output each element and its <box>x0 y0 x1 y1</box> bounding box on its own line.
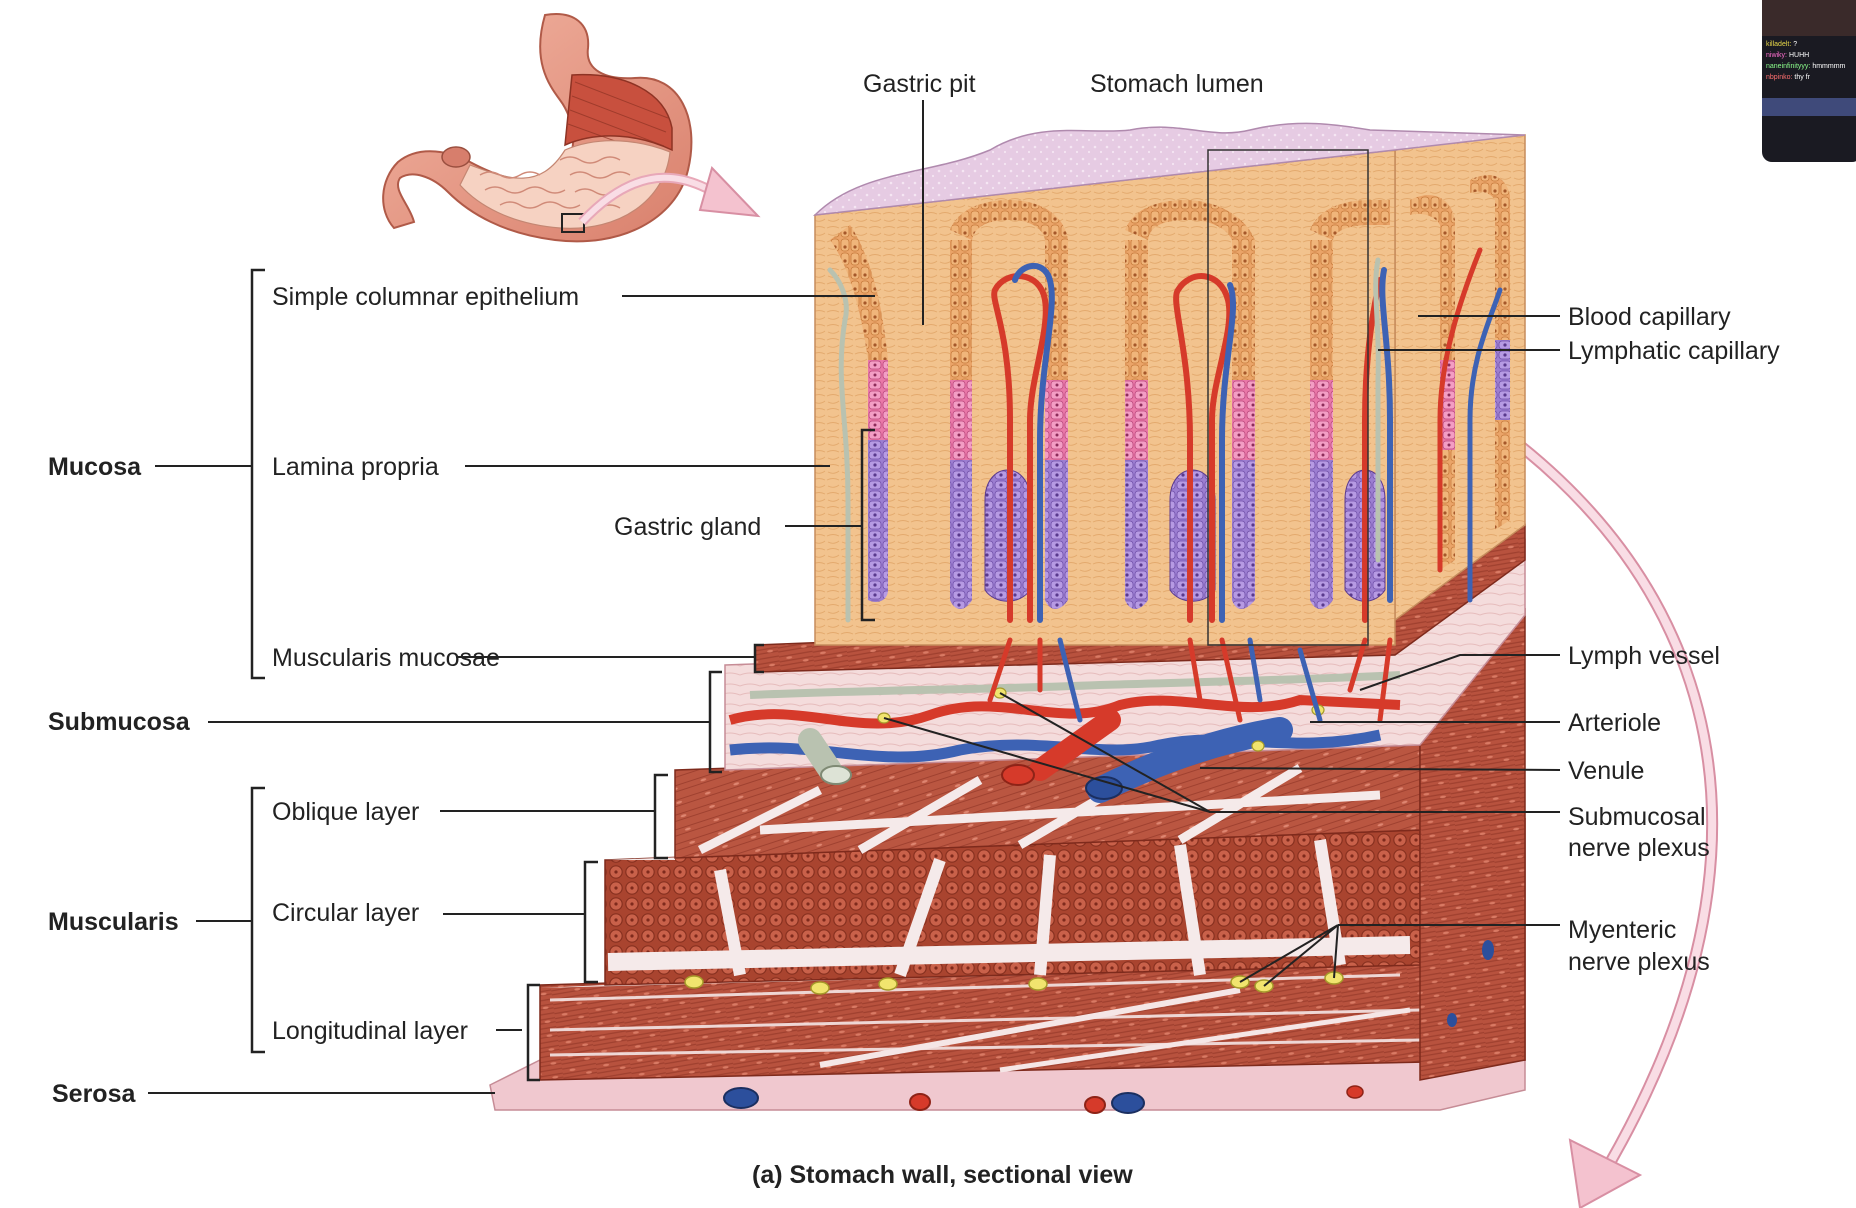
label-blood-capillary: Blood capillary <box>1568 303 1731 331</box>
label-longitudinal-layer: Longitudinal layer <box>272 1017 468 1045</box>
label-mucosa: Mucosa <box>48 453 142 481</box>
label-lymph-vessel: Lymph vessel <box>1568 642 1720 670</box>
label-submucosal-plexus-2: nerve plexus <box>1568 834 1710 862</box>
label-oblique-layer: Oblique layer <box>272 798 419 826</box>
label-venule: Venule <box>1568 757 1644 785</box>
label-stomach-lumen: Stomach lumen <box>1090 70 1264 98</box>
label-myenteric-plexus-1: Myenteric <box>1568 916 1676 944</box>
stomach-lumen-surface <box>812 122 1526 216</box>
label-circular-layer: Circular layer <box>272 899 419 927</box>
label-gastric-gland: Gastric gland <box>614 513 761 541</box>
chat-message-2: niwiky: HUHH <box>1766 52 1809 59</box>
chat-message-3: naneinfinityyy: hmmmmm <box>1766 63 1846 70</box>
label-lymphatic-capillary: Lymphatic capillary <box>1568 337 1780 365</box>
label-myenteric-plexus-2: nerve plexus <box>1568 948 1710 976</box>
label-lamina-propria: Lamina propria <box>272 453 439 481</box>
pointer-arrow-head <box>698 166 761 218</box>
label-submucosal-plexus-1: Submucosal <box>1568 803 1706 831</box>
label-gastric-pit: Gastric pit <box>863 70 976 98</box>
figure-caption: (a) Stomach wall, sectional view <box>752 1161 1133 1189</box>
gastric-gland-zoom-box <box>1207 149 1369 646</box>
label-simple-columnar-epithelium: Simple columnar epithelium <box>272 283 579 311</box>
chat-message-4: nbpinko: thy fr <box>1766 74 1811 81</box>
label-serosa: Serosa <box>52 1080 136 1108</box>
labels: Mucosa Submucosa Muscularis Serosa Simpl… <box>48 70 1780 1189</box>
label-submucosa: Submucosa <box>48 708 191 736</box>
label-arteriole: Arteriole <box>1568 709 1661 737</box>
lamina-propria <box>814 149 1396 646</box>
gastric-glands <box>830 175 1510 609</box>
label-muscularis: Muscularis <box>48 908 179 936</box>
label-muscularis-mucosae: Muscularis mucosae <box>272 644 500 672</box>
stream-chat-overlay: killadelt: ? niwiky: HUHH naneinfinityyy… <box>1762 0 1856 162</box>
chat-message-1: killadelt: ? <box>1766 41 1797 48</box>
stomach-illustration <box>382 13 761 243</box>
tissue-block <box>489 122 1526 1114</box>
leader-lines <box>148 100 1561 1094</box>
